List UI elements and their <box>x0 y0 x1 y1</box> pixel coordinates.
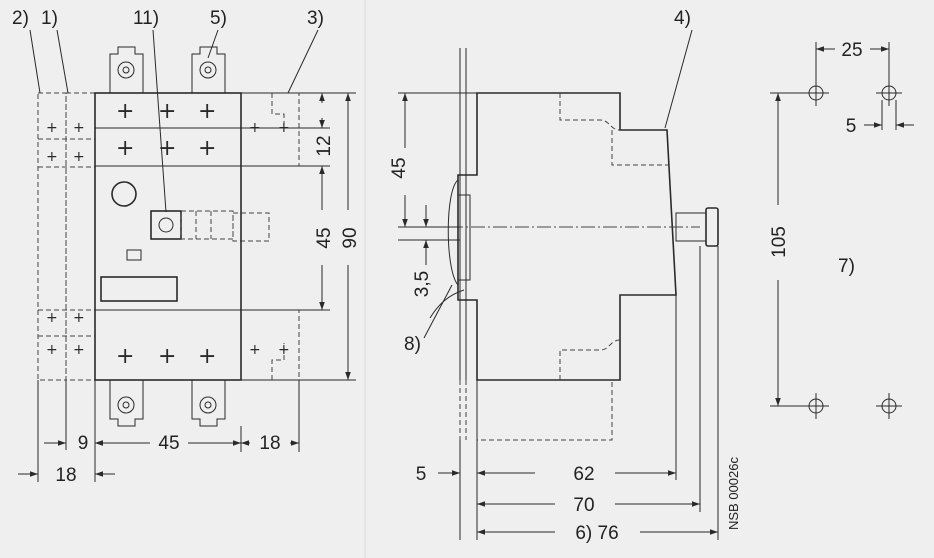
dim-side-45: 45 <box>389 157 410 178</box>
svg-text:+: + <box>73 120 85 136</box>
dim-25: 25 <box>841 40 862 61</box>
top-terminal-left <box>109 46 144 93</box>
dim-90: 90 <box>340 227 361 248</box>
svg-text:+: + <box>46 149 58 165</box>
svg-text:+: + <box>249 342 261 358</box>
drawing-code: NSB 00026c <box>726 457 741 530</box>
hole-bottom-right <box>876 393 902 419</box>
dim-side-5: 5 <box>416 464 427 485</box>
dim-12: 12 <box>314 135 335 156</box>
svg-text:+: + <box>46 342 58 358</box>
dim-105: 105 <box>769 226 790 258</box>
svg-text:+: + <box>116 136 134 161</box>
svg-text:+: + <box>158 99 176 124</box>
svg-text:+: + <box>116 344 134 369</box>
callout-1: 1) <box>41 8 58 29</box>
mounting-rail <box>459 48 467 380</box>
svg-text:+: + <box>46 310 58 326</box>
callout-3: 3) <box>307 8 324 29</box>
callout-4: 4) <box>674 8 691 29</box>
bottom-terminal-left <box>109 380 144 427</box>
hole-pattern: 25 5 105 7) <box>769 40 914 419</box>
svg-text:+: + <box>198 136 216 161</box>
dim-76: 6) 76 <box>575 523 618 544</box>
side-view: 4) 8) 45 3,5 5 62 70 6) 76 NSB 00026c <box>389 8 741 544</box>
test-button <box>150 210 182 240</box>
svg-text:+: + <box>198 344 216 369</box>
svg-text:+: + <box>46 120 58 136</box>
top-terminal-right <box>191 46 226 93</box>
adjustment-knob <box>111 181 137 207</box>
label-plate <box>100 276 178 302</box>
svg-text:+: + <box>158 136 176 161</box>
status-window <box>126 249 142 261</box>
dim-9: 9 <box>78 433 89 454</box>
dim-62: 62 <box>573 464 594 485</box>
right-accessory-outline: ++ ++ <box>232 92 300 381</box>
callout-8: 8) <box>404 334 421 355</box>
dim-45-horizontal: 45 <box>158 433 179 454</box>
svg-text:+: + <box>73 310 85 326</box>
side-body-outline <box>457 92 677 381</box>
left-accessory-outline: + + + + + + + + <box>37 92 96 381</box>
callout-7: 7) <box>838 256 855 277</box>
svg-text:+: + <box>278 342 290 358</box>
dim-18-right: 18 <box>259 433 280 454</box>
svg-text:+: + <box>198 99 216 124</box>
svg-text:+: + <box>73 342 85 358</box>
svg-text:+: + <box>158 344 176 369</box>
svg-text:+: + <box>73 149 85 165</box>
callout-11: 11) <box>133 8 159 29</box>
dim-hole-5: 5 <box>846 116 857 137</box>
front-view: ++ ++ ++ ++ ++ ++ +++ +++ +++ <box>12 8 361 486</box>
dim-18-left: 18 <box>55 465 76 486</box>
device-body <box>94 92 242 381</box>
callout-5: 5) <box>210 8 227 29</box>
dim-3-5: 3,5 <box>412 271 433 297</box>
dim-45-vertical: 45 <box>314 227 335 248</box>
dim-70: 70 <box>573 495 594 516</box>
callout-2: 2) <box>12 8 29 29</box>
svg-text:+: + <box>116 99 134 124</box>
bottom-terminal-right <box>191 380 226 427</box>
